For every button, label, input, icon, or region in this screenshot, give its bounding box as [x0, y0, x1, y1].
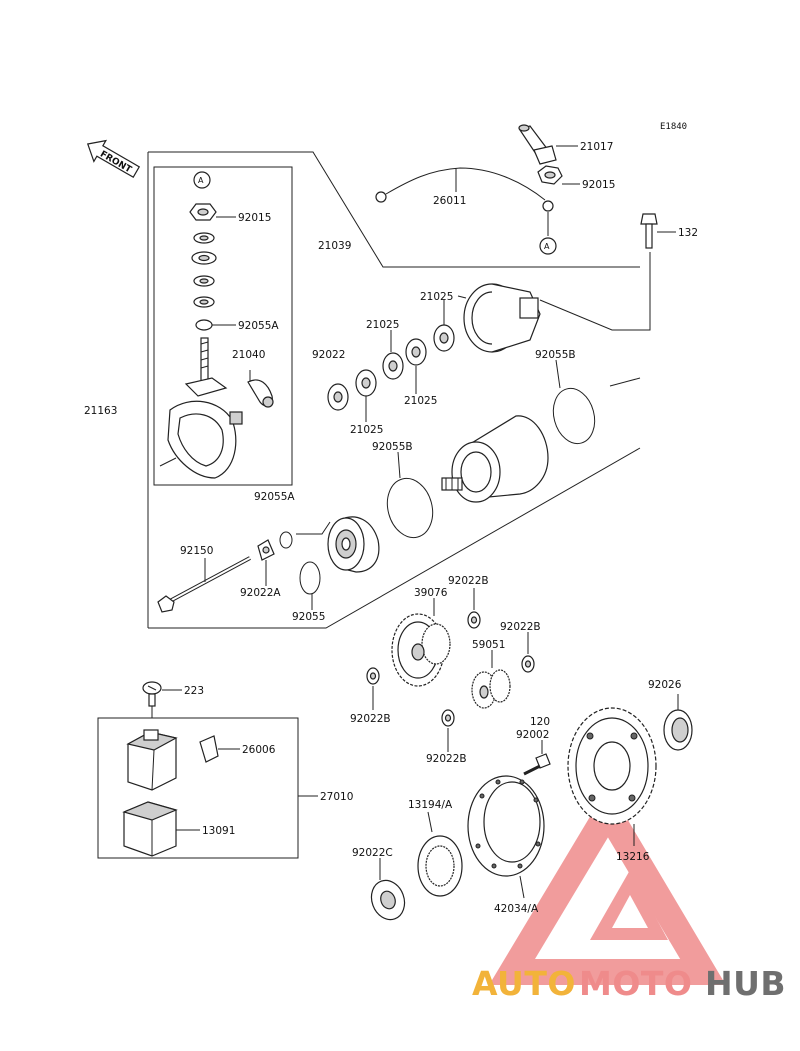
part-26006-fuse [199, 735, 240, 763]
label-92022a: 92022A [240, 587, 281, 599]
diagram-code: E1840 [660, 122, 687, 132]
label-92055: 92055 [292, 611, 325, 623]
part-13194a-clutch [467, 775, 545, 877]
label-92055a-2: 92055A [254, 491, 295, 503]
ref-a-top: A [198, 176, 204, 185]
part-clutch-hub [417, 811, 463, 897]
washers-21025 [327, 300, 455, 422]
part-13091-cover [122, 801, 200, 857]
label-92015-top: 92015 [582, 179, 615, 191]
label-21025-2: 21025 [366, 319, 399, 331]
label-92055b-2: 92055B [372, 441, 413, 453]
watermark-moto: MOTO [579, 964, 692, 1003]
label-13194a: 13194/A [408, 799, 453, 811]
ref-a-cable: A [544, 242, 550, 251]
label-59051: 59051 [472, 639, 505, 651]
label-120: 120 [530, 716, 550, 728]
starter-motor-yoke [441, 415, 549, 503]
part-92015-top-nut [537, 165, 580, 185]
label-92022b-4: 92022B [426, 753, 467, 765]
brush-holder-box [153, 166, 293, 486]
label-92015-left: 92015 [238, 212, 271, 224]
watermark-hub: HUB [705, 964, 786, 1003]
label-27010: 27010 [320, 791, 353, 803]
label-92026: 92026 [648, 679, 682, 691]
label-13216: 13216 [616, 851, 650, 863]
label-26006: 26006 [242, 744, 276, 756]
part-relay [126, 729, 178, 791]
frame-bottom-edge [148, 447, 641, 629]
leader-92055b-lower [397, 451, 401, 479]
leader-42034a [519, 875, 525, 899]
watermark-auto: AUTO [472, 964, 576, 1003]
label-92022b-1: 92022B [448, 575, 489, 587]
label-92022: 92022 [312, 349, 345, 361]
label-92055b-1: 92055B [535, 349, 576, 361]
watermark-triangle-outer [489, 786, 726, 985]
label-42034a: 42034/A [494, 903, 539, 915]
starter-front-cover [296, 516, 380, 573]
ref-circles: A A [193, 171, 557, 255]
label-92022b-2: 92022B [500, 621, 541, 633]
leader-92055b-upper [555, 359, 561, 389]
part-92026-seal [663, 694, 693, 751]
label-26011: 26011 [433, 195, 466, 207]
starter-end-cover [457, 283, 541, 353]
label-92002: 92002 [516, 729, 549, 741]
label-92022b-3: 92022B [350, 713, 391, 725]
label-21017: 21017 [580, 141, 613, 153]
frame-top-edge [148, 151, 640, 268]
front-arrow-icon [86, 139, 141, 179]
part-92022a-washer [257, 539, 275, 586]
part-92055b-lower-oring [386, 477, 434, 539]
outline-frames [97, 151, 651, 859]
label-92022c: 92022C [352, 847, 393, 859]
label-132: 132 [678, 227, 698, 239]
label-39076: 39076 [414, 587, 448, 599]
relay-box [97, 717, 299, 859]
label-92055a-1: 92055A [238, 320, 279, 332]
watermark-text: AUTO MOTO HUB [472, 964, 786, 1003]
label-21039: 21039 [318, 240, 351, 252]
brush-holder-stack [159, 203, 274, 479]
part-223-screw [142, 681, 182, 718]
label-21040: 21040 [232, 349, 265, 361]
part-59051-gear [471, 650, 511, 709]
part-92055a-small-oring [279, 531, 293, 549]
part-92022c-washer [370, 858, 406, 921]
part-92055-oring [299, 561, 321, 595]
label-21025-3: 21025 [404, 395, 437, 407]
gear-washers [366, 588, 535, 752]
front-arrow: FRONT [86, 139, 141, 179]
label-21163: 21163 [84, 405, 117, 417]
label-21025-4: 21025 [350, 424, 383, 436]
frame-right-mark [609, 377, 641, 387]
label-21025-1: 21025 [420, 291, 453, 303]
label-13091: 13091 [202, 825, 235, 837]
leader-132-frame [539, 252, 651, 331]
part-92002-bolt [523, 740, 551, 776]
part-labels: 21017 92015 26011 132 92015 21039 92055A… [84, 141, 698, 915]
part-26011-cable [375, 167, 554, 236]
part-132-bolt [640, 213, 676, 249]
part-92055b-upper-oring [552, 387, 596, 445]
watermark-logo [489, 786, 726, 985]
label-223: 223 [184, 685, 204, 697]
part-13216-sprocket [567, 707, 657, 846]
part-92150-bolt [157, 556, 251, 613]
part-21017-cap [518, 124, 578, 165]
label-92150: 92150 [180, 545, 213, 557]
watermark-triangle-hole [612, 895, 648, 928]
part-39076-gear [391, 598, 451, 687]
